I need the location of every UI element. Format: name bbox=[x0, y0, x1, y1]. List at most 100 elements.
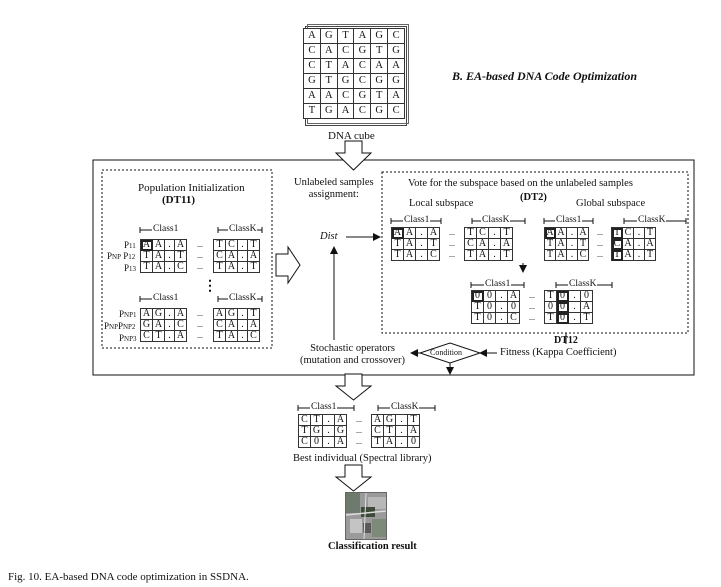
code-cell: G bbox=[152, 308, 165, 320]
code-cell: A bbox=[152, 319, 165, 331]
code-cell: . bbox=[568, 290, 581, 302]
code-cell: A bbox=[476, 238, 489, 250]
code-cell: . bbox=[633, 238, 645, 250]
code-cell: ... bbox=[439, 249, 465, 261]
cube-cell: G bbox=[353, 43, 372, 59]
code-cell: 0 bbox=[483, 290, 496, 302]
code-cell: 0 bbox=[556, 301, 569, 313]
code-cell: . bbox=[566, 238, 578, 250]
population-row-label: P13 bbox=[124, 263, 137, 273]
cube-cell: C bbox=[336, 88, 355, 104]
cube-cell: G bbox=[387, 73, 405, 89]
code-cell: . bbox=[322, 414, 335, 426]
code-cell: G bbox=[310, 425, 323, 437]
code-cell: T bbox=[644, 227, 656, 239]
code-cell: . bbox=[164, 330, 175, 342]
code-cell: . bbox=[415, 238, 428, 250]
code-cell: T bbox=[644, 249, 656, 261]
code-cell: . bbox=[495, 301, 508, 313]
population-right-arrow bbox=[275, 245, 301, 285]
code-cell: . bbox=[395, 414, 408, 426]
population-row-label: P11 bbox=[124, 240, 136, 250]
code-cell: . bbox=[395, 425, 408, 437]
code-cell: . bbox=[164, 261, 175, 273]
population-box bbox=[101, 169, 273, 349]
unlabeled-assignment-label: Unlabeled samples assignment: bbox=[294, 177, 374, 200]
code-cell: . bbox=[633, 249, 645, 261]
code-cell: . bbox=[568, 301, 581, 313]
code-cell: T bbox=[247, 261, 260, 273]
code-cell: T bbox=[310, 414, 323, 426]
cube-cell: T bbox=[319, 73, 338, 89]
code-cell: ... bbox=[439, 238, 465, 250]
code-cell: 0 bbox=[556, 312, 569, 324]
code-cell: T bbox=[213, 330, 226, 342]
code-cell: . bbox=[495, 312, 508, 324]
cube-cell: A bbox=[370, 58, 389, 74]
class1-label: Class1 bbox=[555, 215, 583, 225]
cube-cell: C bbox=[387, 103, 405, 119]
code-cell: A bbox=[403, 249, 416, 261]
vertical-ellipsis: ⋮ bbox=[203, 279, 217, 294]
code-cell: A bbox=[622, 249, 634, 261]
code-cell: C bbox=[507, 312, 520, 324]
code-cell: G bbox=[140, 319, 153, 331]
code-cell: . bbox=[322, 436, 335, 448]
code-cell: T bbox=[471, 301, 484, 313]
code-cell: A bbox=[152, 239, 165, 251]
code-cell: ... bbox=[186, 319, 214, 331]
code-cell: T bbox=[247, 239, 260, 251]
code-cell: . bbox=[415, 249, 428, 261]
dt12-label: DT12 bbox=[554, 335, 578, 346]
code-cell: . bbox=[237, 239, 248, 251]
code-cell: C bbox=[174, 261, 187, 273]
code-cell: . bbox=[415, 227, 428, 239]
code-cell: . bbox=[237, 261, 248, 273]
code-cell: . bbox=[237, 319, 248, 331]
code-cell: T bbox=[544, 290, 557, 302]
code-cell: C bbox=[174, 319, 187, 331]
code-cell: A bbox=[580, 301, 593, 313]
code-cell: ... bbox=[519, 290, 545, 302]
code-cell: . bbox=[164, 239, 175, 251]
code-cell: A bbox=[577, 227, 589, 239]
population-title: Population Initialization bbox=[138, 182, 245, 194]
code-cell: ... bbox=[346, 425, 372, 437]
code-cell: T bbox=[298, 425, 311, 437]
code-cell: G bbox=[334, 425, 347, 437]
code-cell: 0 bbox=[507, 301, 520, 313]
best-down-arrow bbox=[334, 464, 373, 492]
fitness-label: Fitness (Kappa Coefficient) bbox=[500, 347, 617, 358]
cube-cell: A bbox=[336, 58, 355, 74]
classk-label: ClassK bbox=[481, 215, 511, 225]
code-cell: . bbox=[164, 319, 175, 331]
code-cell: A bbox=[383, 436, 396, 448]
code-cell: 0 bbox=[471, 290, 484, 302]
cube-cell: G bbox=[370, 103, 389, 119]
classk-label: ClassK bbox=[228, 224, 258, 234]
code-cell: T bbox=[500, 249, 513, 261]
cube-cell: C bbox=[303, 58, 321, 74]
cube-cell: G bbox=[370, 28, 389, 44]
code-cell: A bbox=[225, 250, 238, 262]
cube-cell: G bbox=[353, 88, 372, 104]
classification-result-label: Classification result bbox=[328, 541, 417, 552]
code-cell: A bbox=[334, 436, 347, 448]
section-title: B. EA-based DNA Code Optimization bbox=[452, 69, 638, 83]
code-cell: . bbox=[566, 227, 578, 239]
code-cell: T bbox=[391, 238, 404, 250]
code-cell: A bbox=[555, 249, 567, 261]
code-cell: T bbox=[427, 238, 440, 250]
code-cell: T bbox=[577, 238, 589, 250]
code-cell: . bbox=[237, 250, 248, 262]
code-cell: 0 bbox=[483, 301, 496, 313]
stochastic-operators-label: Stochastic operators (mutation and cross… bbox=[300, 343, 405, 366]
code-cell: A bbox=[152, 250, 165, 262]
vote-tag: (DT2) bbox=[520, 192, 547, 203]
cube-cell: C bbox=[387, 28, 405, 44]
cube-cell: A bbox=[303, 88, 321, 104]
code-cell: ... bbox=[186, 250, 214, 262]
